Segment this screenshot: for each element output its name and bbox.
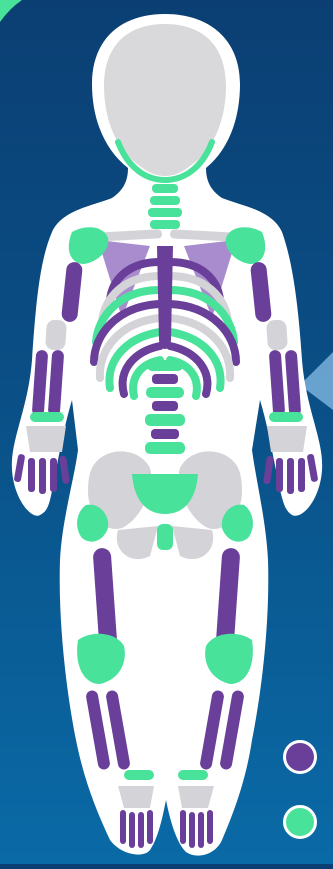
corner-accent-top-left: [0, 0, 22, 22]
legend-dot-purple: [283, 740, 317, 774]
sternum: [157, 246, 173, 349]
legend-dot-green: [283, 805, 317, 839]
